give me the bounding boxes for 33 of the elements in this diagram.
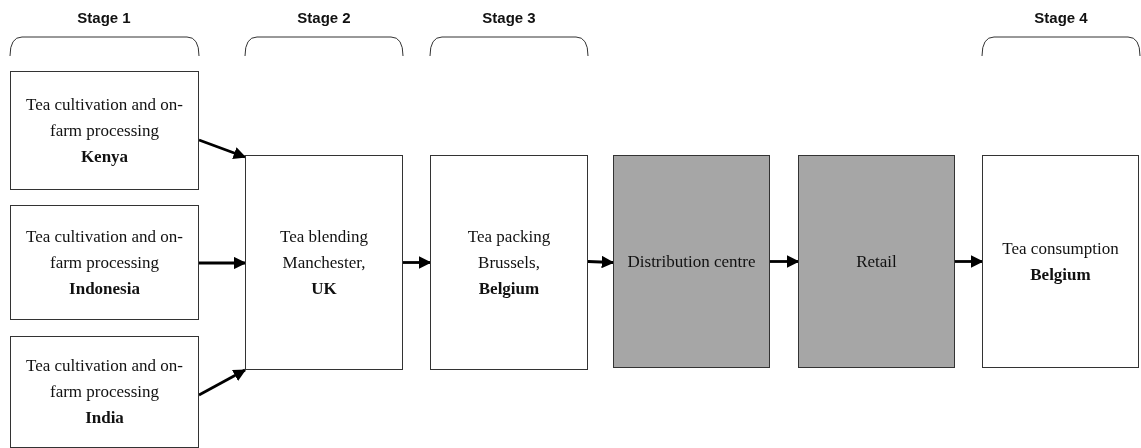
arrow: [587, 255, 615, 269]
step-label: Tea blending Manchester,: [279, 225, 369, 274]
arrow: [955, 255, 984, 268]
process-box: [10, 71, 199, 190]
step-label: Retail: [856, 250, 897, 273]
step-label: Tea cultivation and on-farm processing: [25, 355, 184, 403]
process-box: [245, 155, 403, 370]
arrow: [198, 138, 247, 159]
location-label: UK: [311, 277, 337, 300]
arrow: [770, 255, 800, 268]
process-box: [10, 205, 199, 320]
process-box: [798, 155, 955, 368]
location-label: India: [85, 407, 124, 429]
process-box: [10, 336, 199, 448]
process-box: [430, 155, 588, 370]
location-label: Indonesia: [69, 277, 140, 300]
stage-label: Stage 2: [297, 9, 351, 26]
location-label: Belgium: [1030, 263, 1091, 286]
step-label: Tea cultivation and on-farm processing: [25, 225, 184, 274]
step-label: Tea cultivation and on-farm processing: [25, 93, 184, 142]
step-label: Distribution centre: [627, 250, 756, 273]
arrow: [198, 368, 247, 397]
arrow: [403, 256, 432, 269]
arrow: [199, 256, 247, 270]
process-box: [613, 155, 770, 368]
stage-label: Stage 4: [1034, 9, 1088, 26]
location-label: Kenya: [80, 145, 129, 168]
process-box: [982, 155, 1139, 368]
step-label: Tea packing Brussels,: [466, 225, 552, 274]
stage-label: Stage 1: [77, 9, 131, 26]
step-label: Tea consumption: [1002, 237, 1119, 260]
location-label: Belgium: [478, 277, 540, 300]
stage-label: Stage 3: [482, 9, 536, 26]
